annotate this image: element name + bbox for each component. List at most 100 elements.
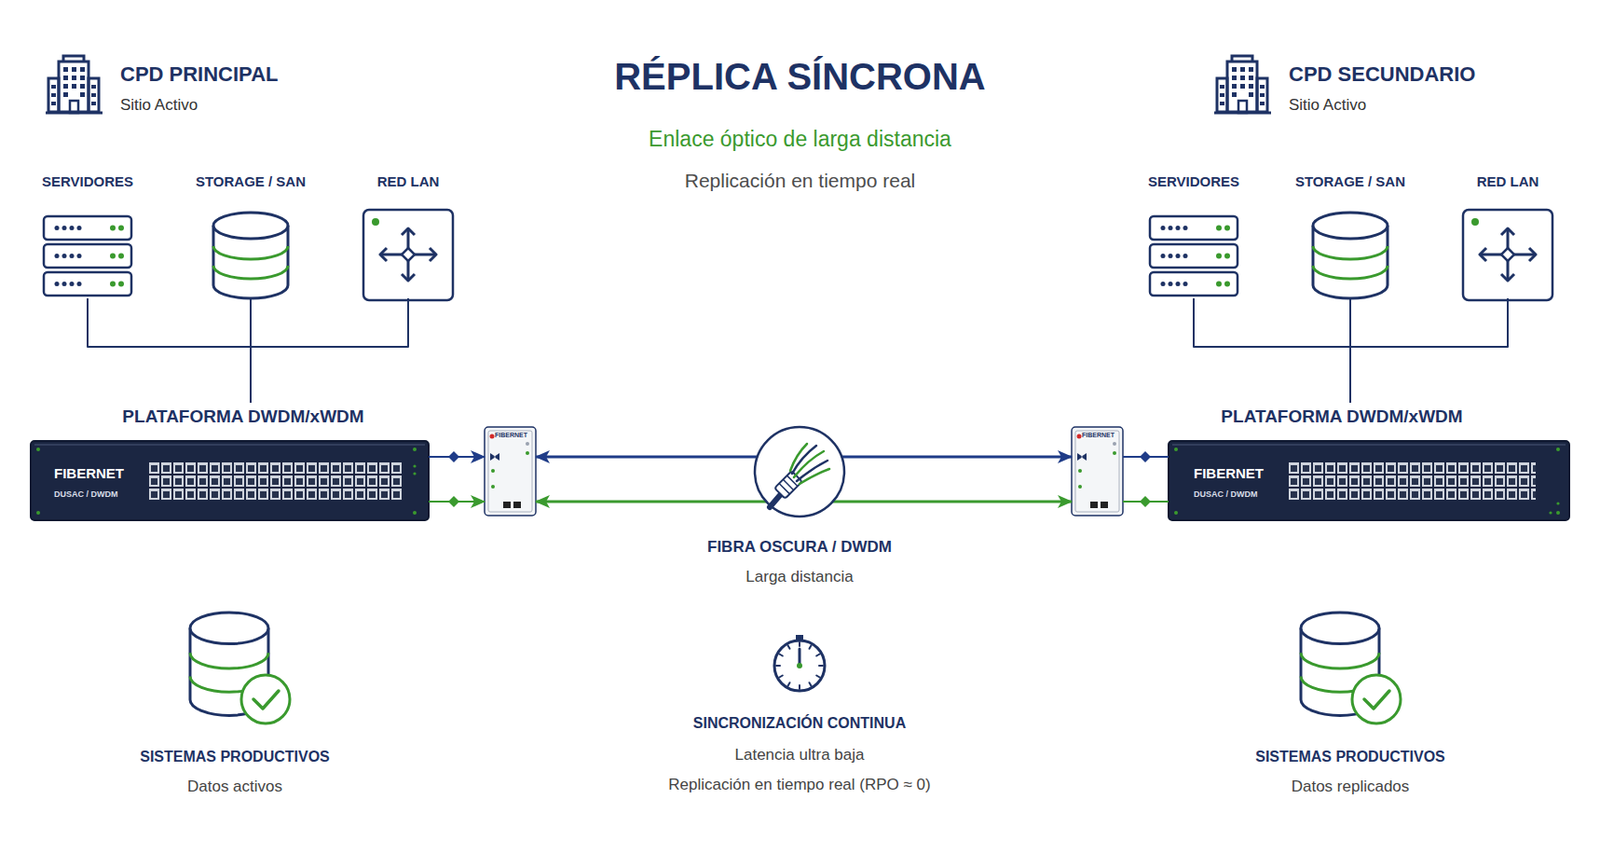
- dwdm-chassis: [1174, 447, 1178, 452]
- link-diamonds: [448, 451, 1151, 507]
- dark-fiber-link: FIBRA OSCURA / DWDMLarga distancia: [753, 425, 846, 518]
- clock-icon: [798, 642, 801, 646]
- fiber-icon: [799, 468, 830, 484]
- clock-icon: [788, 682, 791, 685]
- dwdm-platform: PLATAFORMA DWDM/xWDMFIBERNETDUSAC / DWDM: [30, 402, 429, 520]
- clock-icon: [816, 654, 820, 657]
- lan-icons: [1463, 209, 1553, 301]
- dwdm-chassis: [1556, 501, 1559, 505]
- node-text: FIBERNET: [1193, 464, 1306, 482]
- patch-link: [428, 455, 485, 458]
- node-text: Replicación en tiempo real (RPO ≈ 0): [613, 775, 986, 794]
- bus-line: [1193, 298, 1351, 403]
- node-text: Datos replicados: [1229, 777, 1472, 796]
- node-text: CPD SECUNDARIO: [1288, 62, 1550, 87]
- production-db-icons: [1364, 690, 1390, 709]
- clock-icon: [779, 654, 782, 657]
- bus-line: [250, 298, 409, 403]
- server-rack: SERVIDORES: [1128, 170, 1259, 299]
- storage-array: STORAGE / SAN: [185, 170, 316, 299]
- node-text: Larga distancia: [613, 567, 986, 587]
- production-db: SISTEMAS PRODUCTIVOSDatos activos: [141, 610, 329, 721]
- fiber-icon: [787, 475, 798, 486]
- node-text: PLATAFORMA DWDM/xWDM: [1168, 406, 1516, 428]
- node-text: FIBERNET: [54, 464, 166, 482]
- fiber-icon: [782, 478, 794, 490]
- dwdm-chassis: [36, 510, 41, 515]
- node-text: STORAGE / SAN: [185, 173, 316, 191]
- optical-transceiver: FIBERNET: [1071, 426, 1123, 516]
- clock-icon: [819, 664, 823, 667]
- lan-switch: RED LAN: [1442, 170, 1573, 299]
- transceiver-units: [1071, 426, 1123, 516]
- lan-icons: [363, 209, 453, 301]
- node-text: DUSAC / DWDM: [54, 489, 166, 500]
- node-text: DUSAC / DWDM: [1193, 489, 1306, 500]
- node-text: Datos activos: [113, 777, 356, 796]
- site-icons: [45, 55, 103, 113]
- link-diamonds: [1139, 495, 1151, 507]
- dwdm-chassis: [30, 440, 1570, 520]
- fiber-icon: [796, 460, 828, 481]
- server-icons: [43, 216, 132, 296]
- fiber-icon: [793, 451, 824, 478]
- site-block: CPD SECUNDARIO Sitio Activo: [1214, 54, 1550, 114]
- dwdm-chassis: [1556, 447, 1560, 452]
- patch-link: [1122, 455, 1169, 458]
- patch-link: [1122, 500, 1169, 503]
- node-text: SERVIDORES: [22, 173, 153, 191]
- dwdm-chassis: [412, 471, 416, 475]
- clock-icon: [774, 640, 825, 691]
- node-text: FIBRA OSCURA / DWDM: [613, 537, 986, 557]
- transceiver-units: [484, 426, 1123, 516]
- production-db: SISTEMAS PRODUCTIVOSDatos replicados: [1252, 610, 1439, 721]
- bus-line: [1350, 298, 1508, 403]
- fiber-link: [535, 500, 1072, 504]
- production-db-icons: [253, 690, 279, 709]
- subtitle-label: Enlace óptico de larga distancia: [0, 126, 1600, 153]
- node-text: CPD PRINCIPAL: [120, 62, 363, 87]
- lan-switch: RED LAN: [342, 170, 474, 299]
- lan-icons: [363, 209, 1553, 301]
- link-diamonds: [448, 451, 460, 463]
- link-diamonds: [448, 495, 460, 507]
- fiber-icon: [779, 483, 790, 494]
- fiber-icon: [754, 426, 845, 517]
- dwdm-chassis: [1548, 510, 1552, 514]
- clock-icon: [788, 644, 791, 649]
- fiber-icon: [754, 426, 845, 517]
- dwdm-chassis: [36, 447, 41, 452]
- dwdm-chassis: [1287, 461, 1536, 501]
- clock-icon: [795, 634, 804, 640]
- bus-line: [87, 298, 251, 403]
- node-text: FIBERNET: [494, 431, 536, 439]
- site-icons: [1214, 55, 1272, 113]
- dwdm-platform: PLATAFORMA DWDM/xWDM FIBERNET DUSAC / DWDM: [1168, 402, 1570, 520]
- production-db-icons: [241, 674, 290, 724]
- dwdm-chassis: [1168, 440, 1570, 520]
- node-text: STORAGE / SAN: [1285, 173, 1416, 191]
- node-text: FIBERNET: [1081, 431, 1123, 439]
- node-text: RED LAN: [1442, 173, 1573, 191]
- clock-icon: [796, 662, 803, 669]
- site-block: CPD PRINCIPALSitio Activo: [45, 54, 326, 114]
- storage-icons: [1312, 212, 1388, 299]
- storage-icons: [213, 212, 288, 299]
- clock-icon: [816, 675, 820, 678]
- storage-array: STORAGE / SAN: [1285, 170, 1416, 299]
- server-icons: [1149, 216, 1238, 296]
- fiber-icon: [792, 445, 817, 474]
- node-text: PLATAFORMA DWDM/xWDM: [30, 406, 456, 428]
- clock-icon: [809, 644, 812, 649]
- production-db-icons: [190, 612, 1401, 724]
- node-text: SERVIDORES: [1128, 173, 1259, 191]
- production-db-icons: [1352, 674, 1401, 724]
- fiber-icon: [774, 470, 803, 499]
- node-text: SISTEMAS PRODUCTIVOS: [113, 747, 356, 766]
- patch-link: [428, 500, 485, 503]
- dwdm-chassis: [412, 510, 417, 515]
- transceiver-units: [484, 426, 536, 516]
- node-text: RED LAN: [342, 173, 474, 191]
- node-text: Sitio Activo: [1288, 95, 1550, 115]
